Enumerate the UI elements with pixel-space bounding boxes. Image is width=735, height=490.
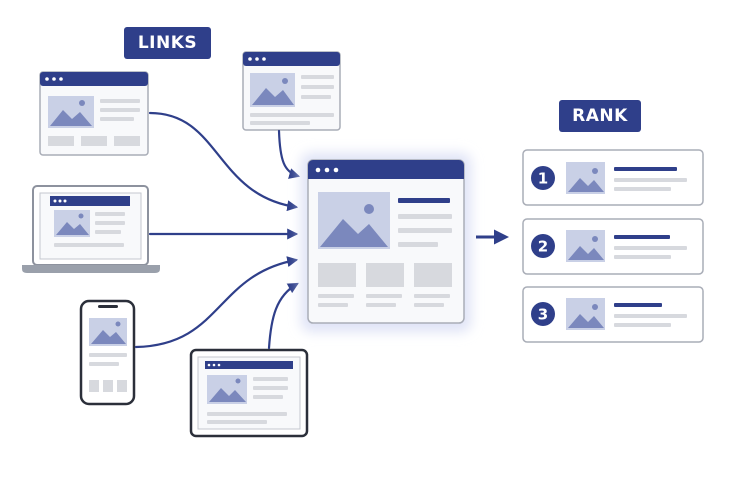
- image-placeholder-icon: [89, 318, 127, 346]
- image-placeholder-icon: [566, 230, 605, 262]
- rank-number-1: 1: [538, 170, 548, 188]
- image-placeholder-icon: [566, 298, 605, 330]
- image-placeholder-icon: [250, 73, 295, 107]
- rank-label: RANK: [559, 100, 641, 132]
- image-placeholder-icon: [207, 375, 247, 404]
- rank-number-2: 2: [538, 238, 548, 256]
- links-label: LINKS: [124, 27, 211, 59]
- image-placeholder-icon: [54, 210, 90, 237]
- image-placeholder-icon: [566, 162, 605, 194]
- arrow-from-top-center: [277, 129, 301, 179]
- rank-card-2: 2: [522, 218, 704, 275]
- source-tablet: [189, 348, 309, 438]
- rank-badge: [531, 166, 555, 190]
- source-phone: [79, 299, 136, 406]
- image-placeholder-icon: [318, 192, 390, 249]
- rank-card-1: 1: [522, 149, 704, 206]
- source-browser-window-top-left: [39, 71, 149, 156]
- rank-number-3: 3: [538, 306, 548, 324]
- arrow-from-phone: [134, 256, 299, 349]
- arrow-from-tablet: [267, 282, 299, 350]
- arrow-from-top-left: [148, 111, 299, 212]
- link-arrows: [134, 111, 301, 350]
- rank-badge: [531, 234, 555, 258]
- rank-badge: [531, 302, 555, 326]
- hub-webpage: [301, 153, 471, 332]
- rank-card-3: 3: [522, 286, 704, 343]
- source-laptop: [22, 185, 160, 273]
- image-placeholder-icon: [48, 96, 94, 128]
- source-browser-window-top-center: [242, 51, 341, 131]
